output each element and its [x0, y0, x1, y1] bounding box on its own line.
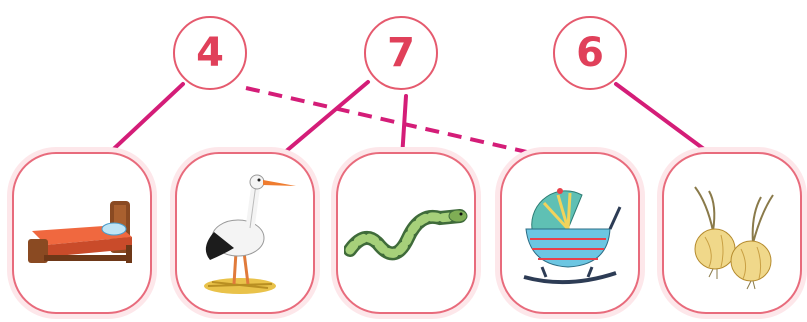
number-circle-7: 7 [364, 16, 438, 90]
bed-icon [28, 201, 132, 263]
line-4-to-bed [102, 82, 185, 160]
line-7-to-snake [400, 94, 408, 160]
card-onions [662, 152, 802, 314]
baby-carriage-icon [523, 188, 622, 285]
line-6-to-onions [614, 82, 718, 160]
number-circle-4: 4 [173, 16, 247, 90]
card-stork [175, 152, 315, 314]
stork-icon [204, 174, 296, 294]
line-7-to-stork [276, 80, 370, 160]
dashed-line-4-to-carriage [245, 86, 563, 162]
card-baby-carriage [500, 152, 640, 314]
card-snake [336, 152, 476, 314]
number-circle-6: 6 [553, 16, 627, 90]
snake-icon [344, 209, 468, 261]
card-bed [12, 152, 152, 314]
onions-icon [694, 186, 774, 290]
